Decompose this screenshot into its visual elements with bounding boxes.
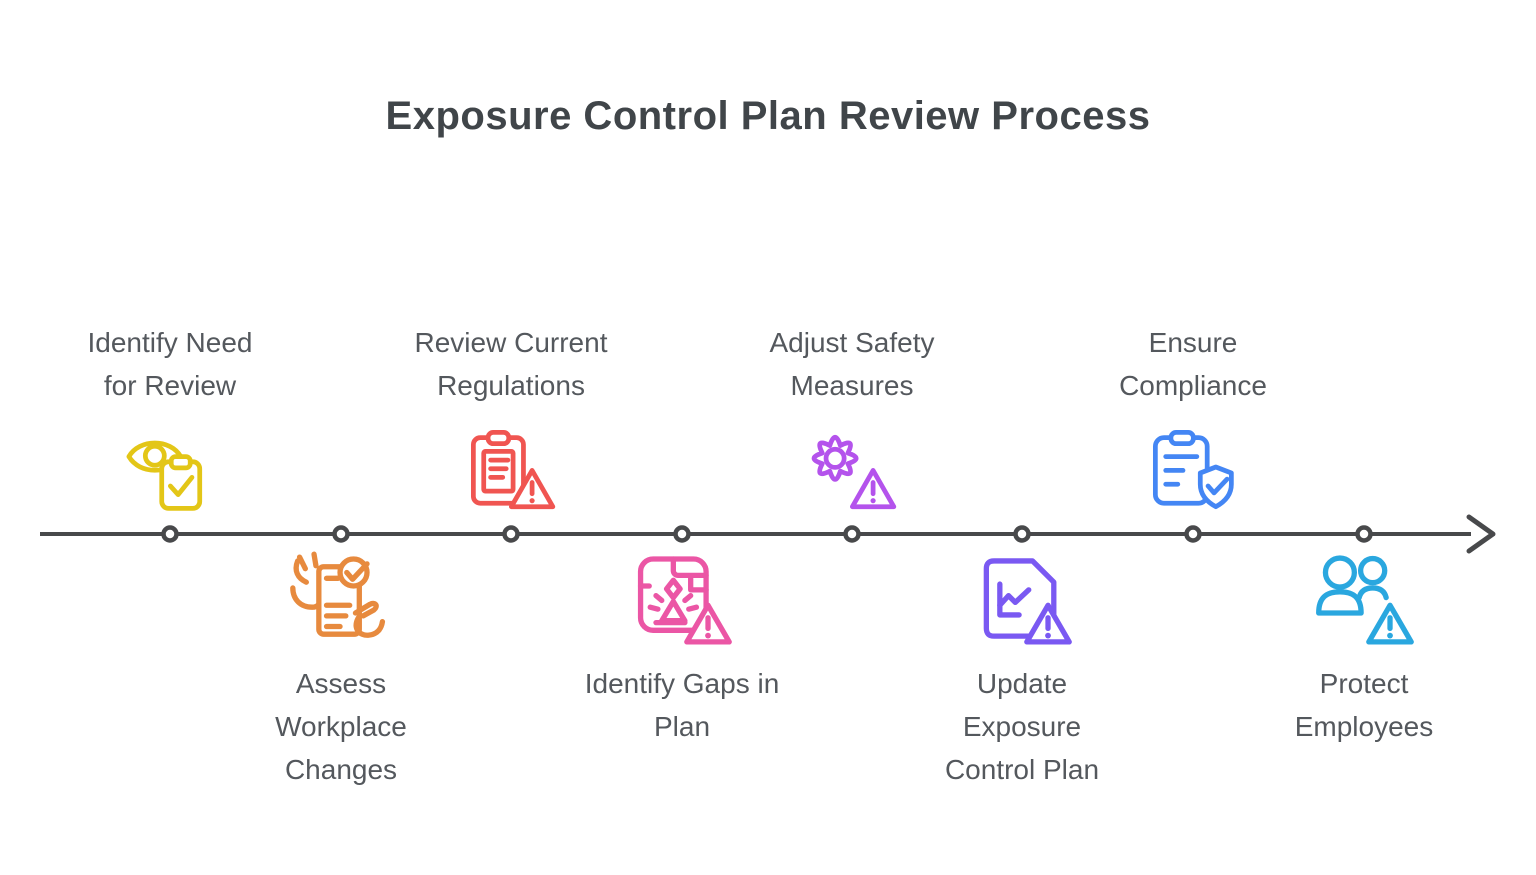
page-title: Exposure Control Plan Review Process xyxy=(385,94,1151,138)
arrowhead-icon xyxy=(1466,514,1496,554)
timeline-dots xyxy=(161,525,1373,543)
